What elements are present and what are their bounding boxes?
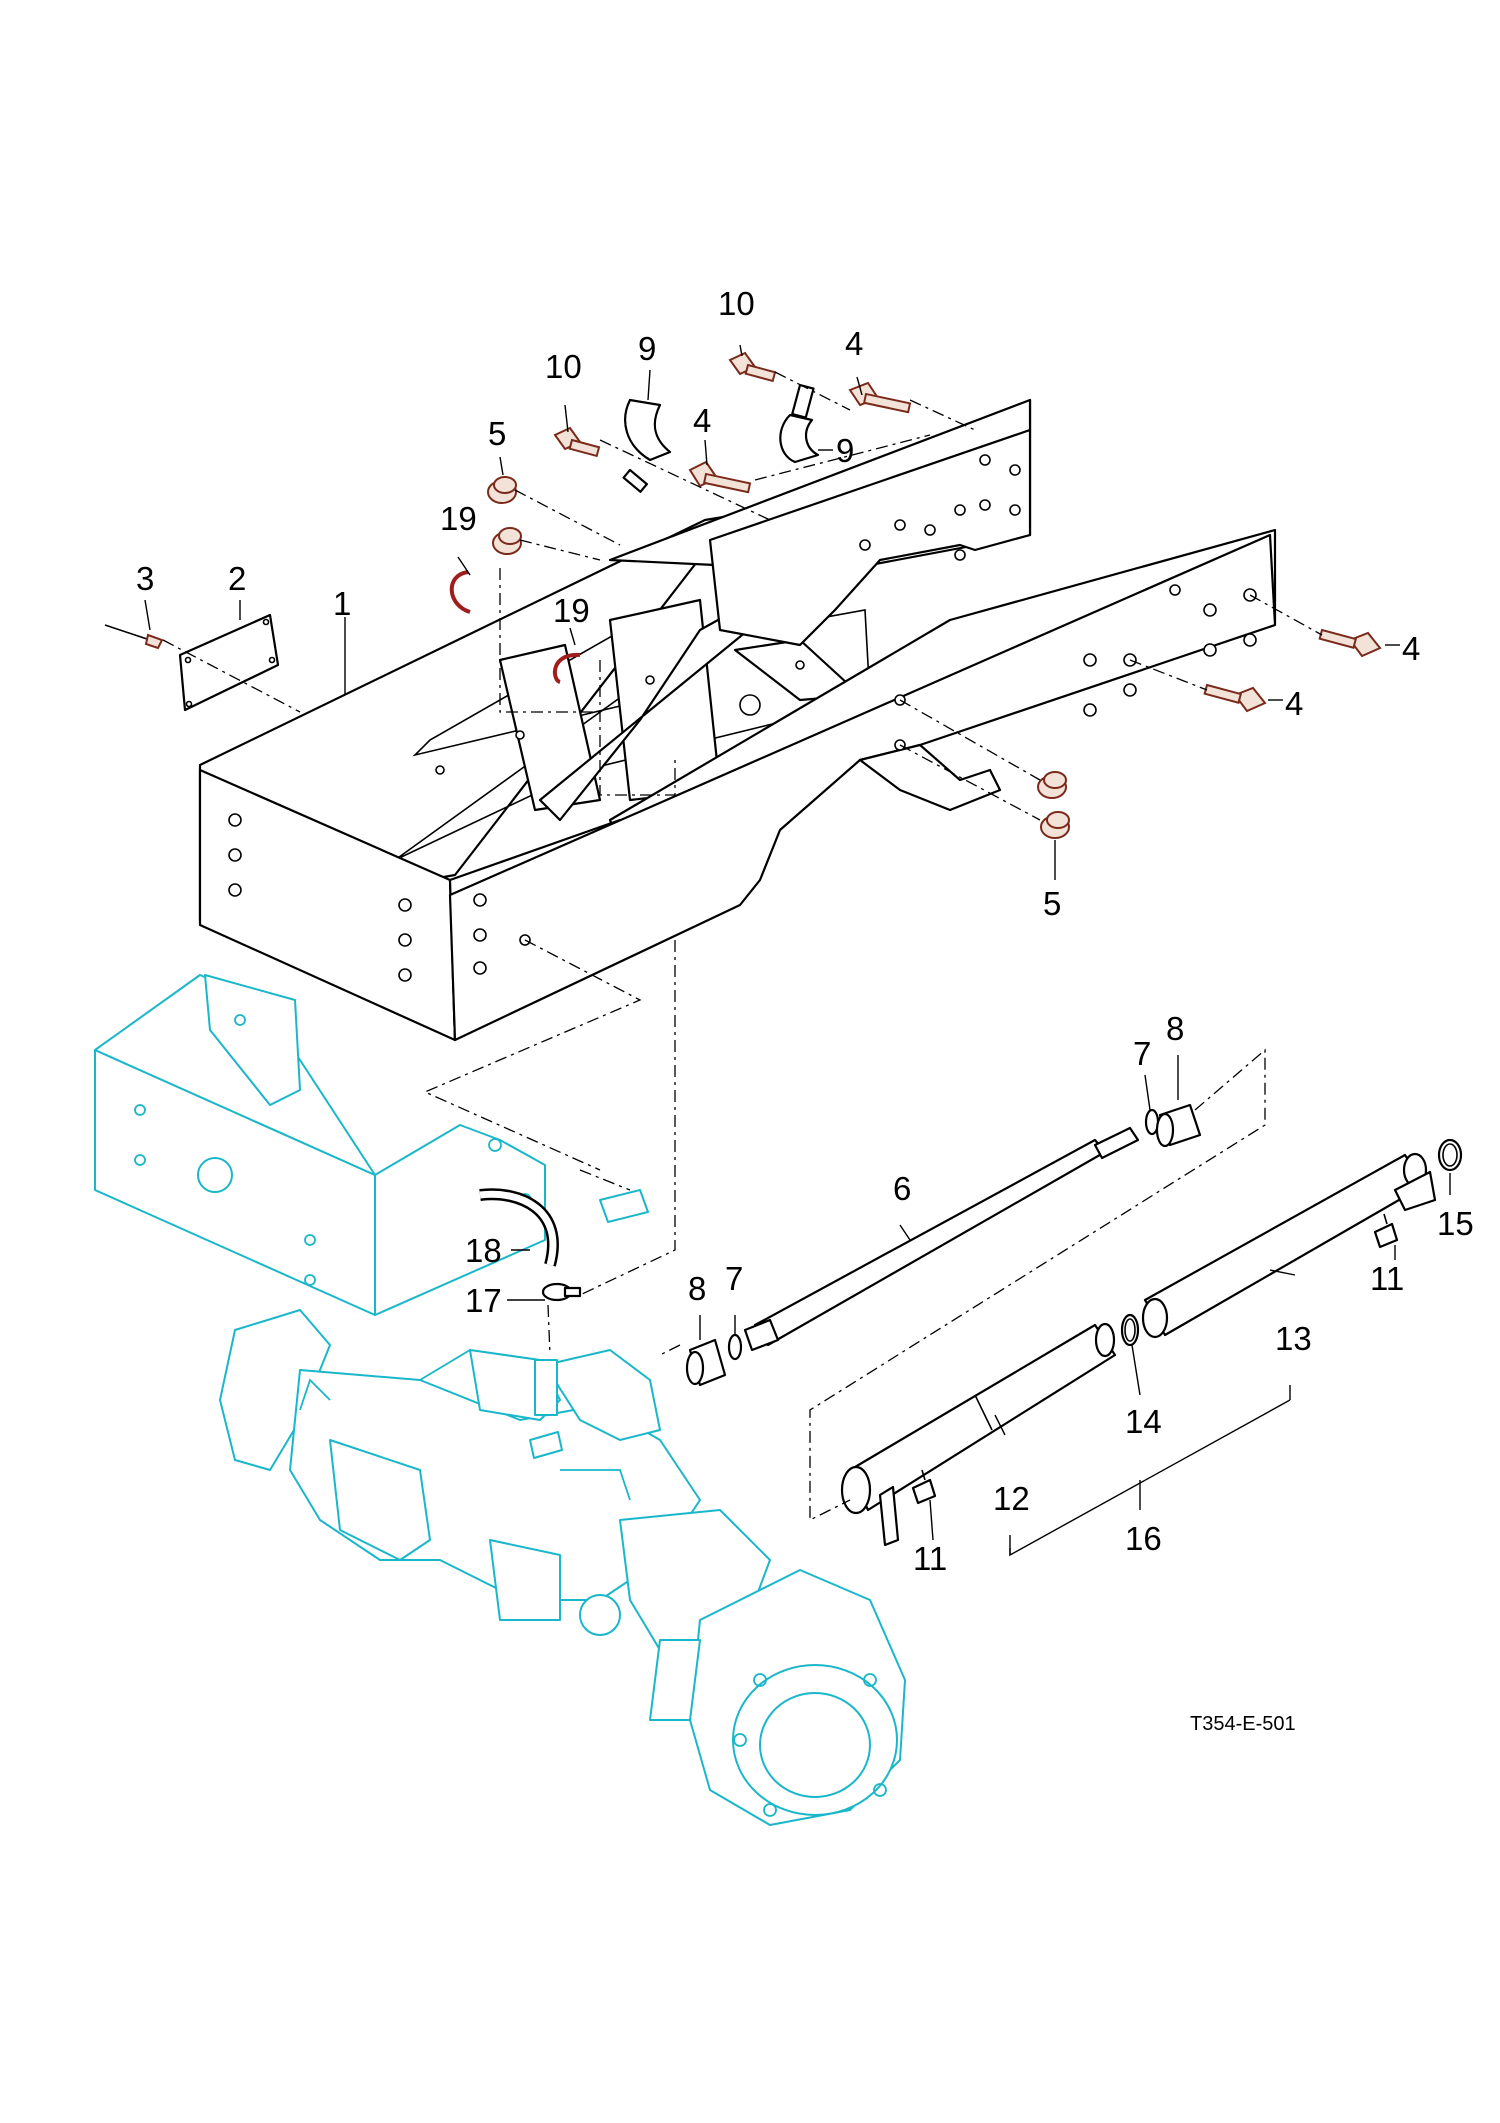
callout-14: 14 [1125, 1403, 1162, 1440]
callout-11a: 11 [913, 1540, 947, 1577]
callout-19a: 19 [440, 500, 477, 537]
breather-hose-inner [479, 1190, 557, 1266]
callout-4b: 4 [693, 402, 711, 439]
callout-10a: 10 [545, 348, 582, 385]
callout-12: 12 [993, 1480, 1030, 1517]
hose-upper [449, 570, 471, 614]
rivet [104, 624, 164, 650]
clamp-left [622, 398, 672, 493]
bearing-rear [1155, 1103, 1202, 1148]
callout-11b: 11 [1370, 1260, 1404, 1297]
callout-17: 17 [465, 1282, 502, 1319]
callout-labels: 1 2 3 4 4 4 4 5 5 6 7 7 8 8 9 9 10 10 11… [136, 285, 1474, 1577]
callout-16: 16 [1125, 1520, 1162, 1557]
front-axle-reference [219, 1309, 906, 1826]
grease-nipple-front [911, 1469, 937, 1505]
bushing-upper-b [492, 527, 522, 555]
seal-ring-mid [1120, 1313, 1140, 1347]
bushing-upper-a [487, 476, 517, 504]
assembly-lines [162, 371, 1323, 1522]
callout-1: 1 [333, 585, 351, 622]
bolt-upper-a [688, 460, 752, 494]
callout-2: 2 [228, 560, 246, 597]
clamp-right [779, 383, 820, 464]
bearing-front [685, 1338, 727, 1387]
callout-6: 6 [893, 1170, 911, 1207]
hose-lower [552, 652, 581, 684]
bolt-upper-b [848, 381, 912, 414]
tube-rear [1141, 1152, 1437, 1339]
screw-upper-a [553, 426, 601, 458]
callout-7a: 7 [1133, 1035, 1151, 1072]
screw-upper-b [728, 351, 777, 383]
main-frame [198, 398, 1277, 1042]
callout-19b: 19 [553, 592, 590, 629]
callout-8b: 8 [688, 1270, 706, 1307]
grease-nipple-rear [1373, 1213, 1399, 1249]
front-bracket-reference [94, 974, 649, 1316]
callout-4c: 4 [1402, 630, 1420, 667]
callout-5b: 5 [1043, 885, 1061, 922]
callout-4d: 4 [1285, 685, 1303, 722]
bolt-right-b [1203, 683, 1267, 713]
bushing-right-b [1040, 811, 1070, 839]
callout-9b: 9 [836, 432, 854, 469]
callout-8a: 8 [1166, 1010, 1184, 1047]
callout-10b: 10 [718, 285, 755, 322]
tube-front [840, 1322, 1117, 1547]
callout-18: 18 [465, 1232, 502, 1269]
callout-4a: 4 [845, 325, 863, 362]
drive-shaft [743, 1126, 1140, 1352]
drawing-code: T354-E-501 [1190, 1713, 1296, 1735]
callout-3: 3 [136, 560, 154, 597]
callout-13: 13 [1275, 1320, 1312, 1357]
callout-15: 15 [1437, 1205, 1474, 1242]
bushing-right-a [1037, 771, 1067, 799]
breather-elbow [529, 1359, 563, 1459]
bolt-right-a [1318, 628, 1382, 658]
leader-lines [144, 344, 1451, 1557]
name-plate [178, 613, 280, 712]
callout-9a: 9 [638, 330, 656, 367]
o-ring-front [727, 1333, 743, 1361]
callout-7b: 7 [725, 1260, 743, 1297]
seal-ring-end [1437, 1138, 1463, 1172]
callout-5a: 5 [488, 415, 506, 452]
hose-clip [541, 1282, 582, 1302]
